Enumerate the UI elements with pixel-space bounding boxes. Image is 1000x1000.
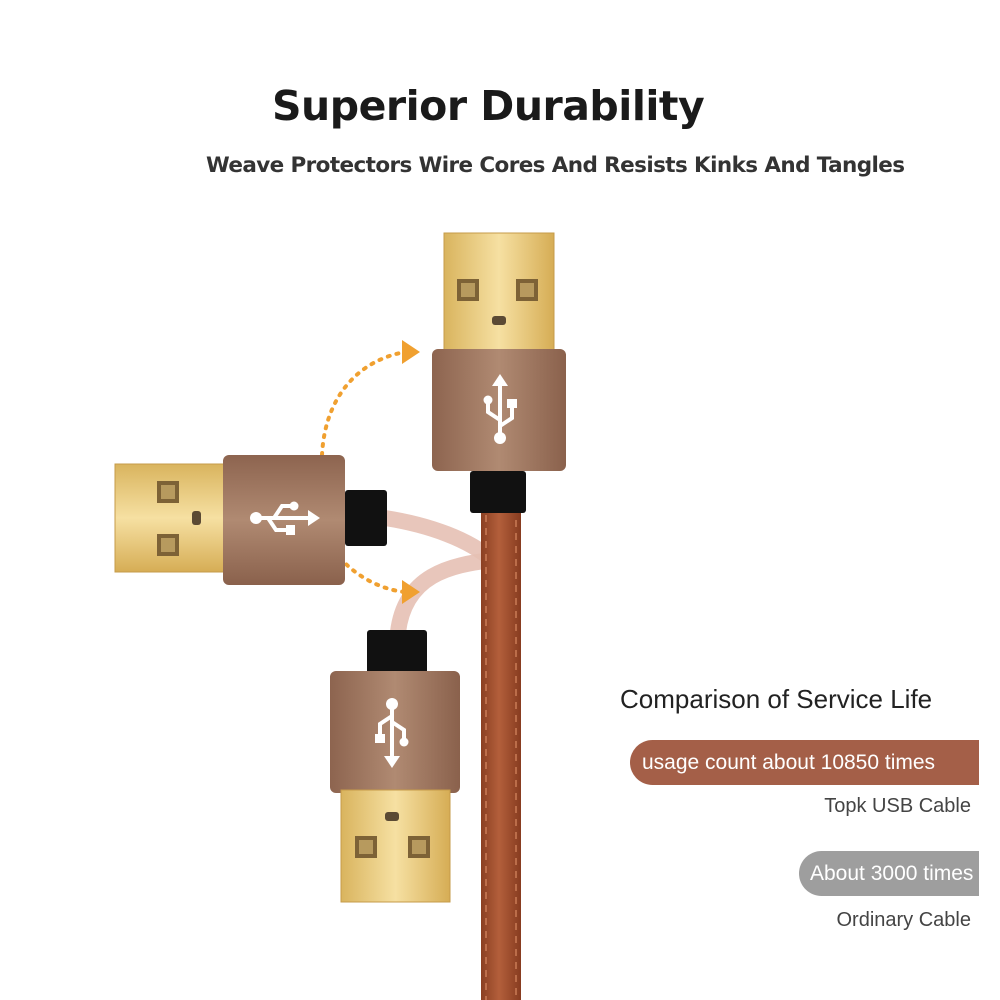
topk-usage-badge: usage count about 10850 times — [630, 740, 979, 785]
braided-cable — [481, 508, 521, 1000]
comparison-title: Comparison of Service Life — [620, 684, 933, 714]
ordinary-caption: Ordinary Cable — [836, 909, 971, 931]
subtitle: Weave Protectors Wire Cores And Resists … — [206, 153, 905, 178]
curved-arrow-icon — [338, 556, 407, 594]
usb-plug-left — [114, 455, 387, 585]
curved-arrow-icon — [320, 350, 407, 457]
bent-cable-ghost-bottom — [390, 552, 493, 634]
ordinary-usage-badge: About 3000 times — [799, 851, 979, 896]
usb-plug-bottom — [330, 630, 460, 903]
bent-cable-ghost-left — [383, 510, 498, 567]
usb-plug-top — [432, 232, 566, 513]
topk-caption: Topk USB Cable — [824, 795, 971, 817]
title: Superior Durability — [272, 82, 705, 130]
